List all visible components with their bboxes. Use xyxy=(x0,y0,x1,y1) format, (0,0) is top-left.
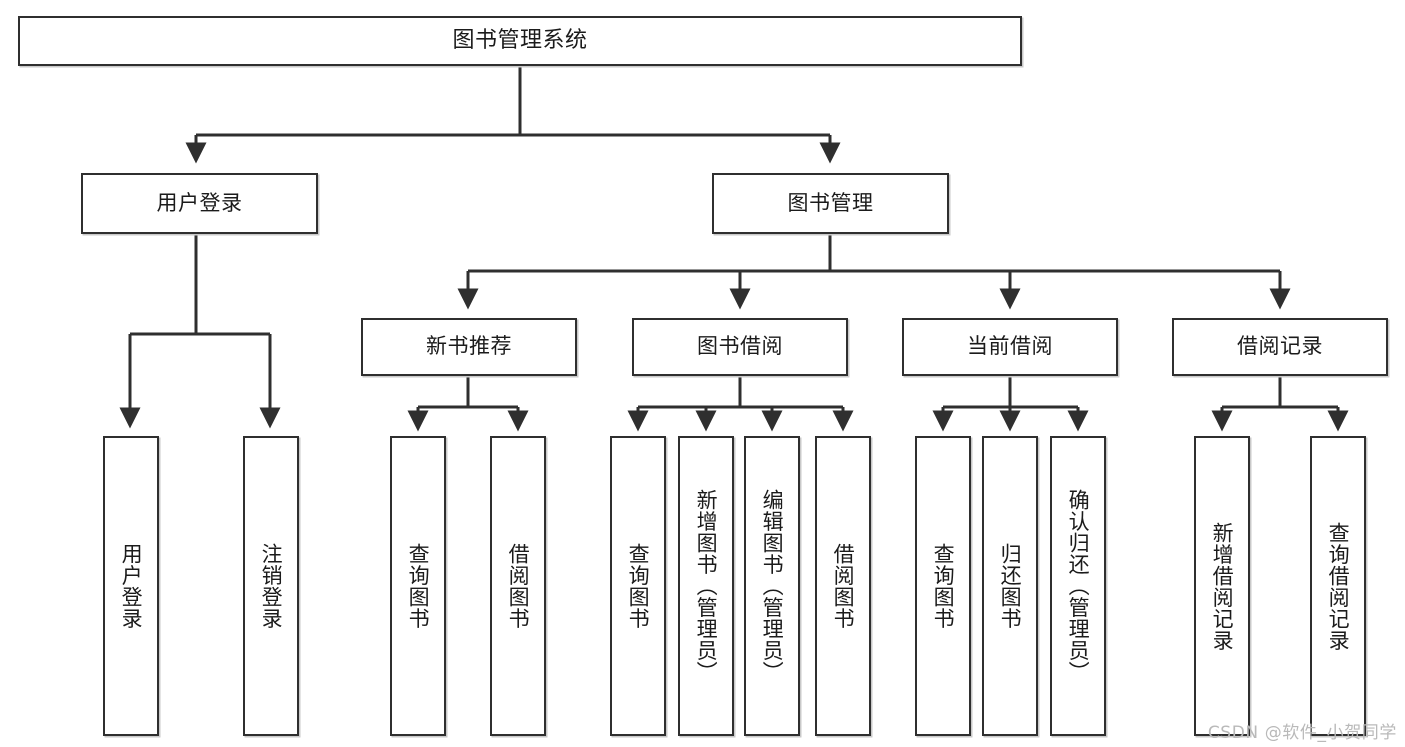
node-label: 图书借阅 xyxy=(697,334,783,359)
csdn-watermark: CSDN @软件_小贺同学 xyxy=(1207,723,1397,743)
node-user-login[interactable]: 用户登录 xyxy=(81,173,318,234)
node-leaf-logout-login[interactable]: 注销登录 xyxy=(243,436,299,736)
node-label: 查询图书 xyxy=(626,543,651,629)
node-leaf-query-book-1[interactable]: 查询图书 xyxy=(390,436,446,736)
node-label: 确认归还（管理员） xyxy=(1066,489,1091,683)
node-label: 用户登录 xyxy=(156,190,243,215)
node-label: 借阅记录 xyxy=(1237,334,1323,359)
node-leaf-user-login[interactable]: 用户登录 xyxy=(103,436,159,736)
node-borrow-record[interactable]: 借阅记录 xyxy=(1172,318,1388,376)
node-label: 当前借阅 xyxy=(967,334,1053,359)
node-leaf-edit-book[interactable]: 编辑图书（管理员） xyxy=(744,436,800,736)
node-label: 借阅图书 xyxy=(506,543,531,629)
node-leaf-query-book-3[interactable]: 查询图书 xyxy=(915,436,971,736)
node-label: 图书管理 xyxy=(787,190,874,215)
node-label: 新增图书（管理员） xyxy=(694,489,719,683)
node-label: 新书推荐 xyxy=(426,334,512,359)
node-label: 归还图书 xyxy=(998,543,1023,629)
node-label: 图书管理系统 xyxy=(452,27,588,53)
node-label: 编辑图书（管理员） xyxy=(760,489,785,683)
node-book-management[interactable]: 图书管理 xyxy=(712,173,949,234)
node-leaf-add-book[interactable]: 新增图书（管理员） xyxy=(678,436,734,736)
node-label: 用户登录 xyxy=(119,543,144,629)
node-label: 注销登录 xyxy=(259,543,284,629)
node-leaf-borrow-book-2[interactable]: 借阅图书 xyxy=(815,436,871,736)
node-new-book-recommend[interactable]: 新书推荐 xyxy=(361,318,577,376)
node-leaf-query-book-2[interactable]: 查询图书 xyxy=(610,436,666,736)
node-label: 查询借阅记录 xyxy=(1326,521,1351,651)
node-leaf-borrow-book-1[interactable]: 借阅图书 xyxy=(490,436,546,736)
node-book-borrow[interactable]: 图书借阅 xyxy=(632,318,848,376)
node-label: 查询图书 xyxy=(406,543,431,629)
node-leaf-return-book[interactable]: 归还图书 xyxy=(982,436,1038,736)
node-label: 查询图书 xyxy=(931,543,956,629)
node-leaf-query-borrow-record[interactable]: 查询借阅记录 xyxy=(1310,436,1366,736)
node-leaf-add-borrow-record[interactable]: 新增借阅记录 xyxy=(1194,436,1250,736)
node-label: 借阅图书 xyxy=(831,543,856,629)
node-root-book-management-system[interactable]: 图书管理系统 xyxy=(18,16,1022,66)
node-label: 新增借阅记录 xyxy=(1210,521,1235,651)
node-leaf-confirm-return[interactable]: 确认归还（管理员） xyxy=(1050,436,1106,736)
node-current-borrow[interactable]: 当前借阅 xyxy=(902,318,1118,376)
